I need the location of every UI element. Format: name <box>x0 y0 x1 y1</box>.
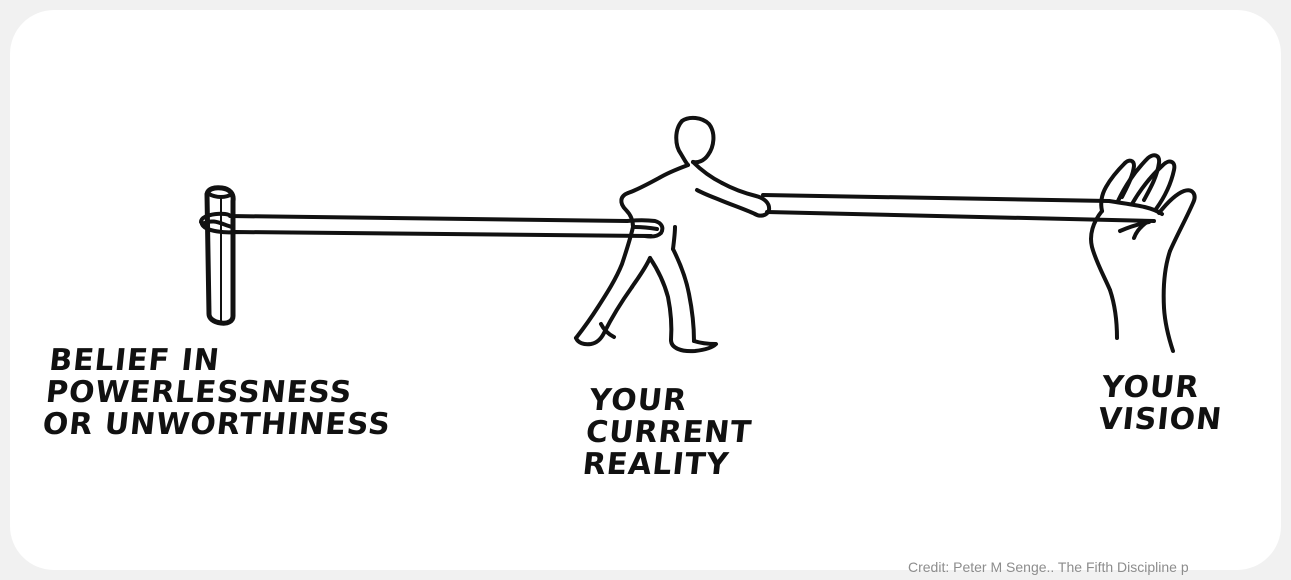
current-reality-label-line-1: YOUR <box>588 385 757 417</box>
current-reality-label: YOUR CURRENT REALITY <box>581 385 757 481</box>
credit-text: Credit: Peter M Senge.. The Fifth Discip… <box>908 559 1268 575</box>
current-reality-label-line-3: REALITY <box>581 449 750 481</box>
belief-label-line-1: BELIEF IN <box>48 345 399 377</box>
belief-label: BELIEF IN POWERLESSNESS OR UNWORTHINESS <box>41 345 399 441</box>
vision-label-line-2: VISION <box>1097 404 1224 436</box>
post-stake <box>207 188 233 323</box>
belief-label-line-2: POWERLESSNESS <box>44 377 395 409</box>
vision-label-line-1: YOUR <box>1100 372 1227 404</box>
vision-label: YOUR VISION <box>1097 372 1227 436</box>
hand-holding-band <box>1091 155 1195 351</box>
current-reality-label-line-2: CURRENT <box>584 417 753 449</box>
belief-label-line-3: OR UNWORTHINESS <box>41 409 392 441</box>
rubber-band-left <box>201 214 651 236</box>
